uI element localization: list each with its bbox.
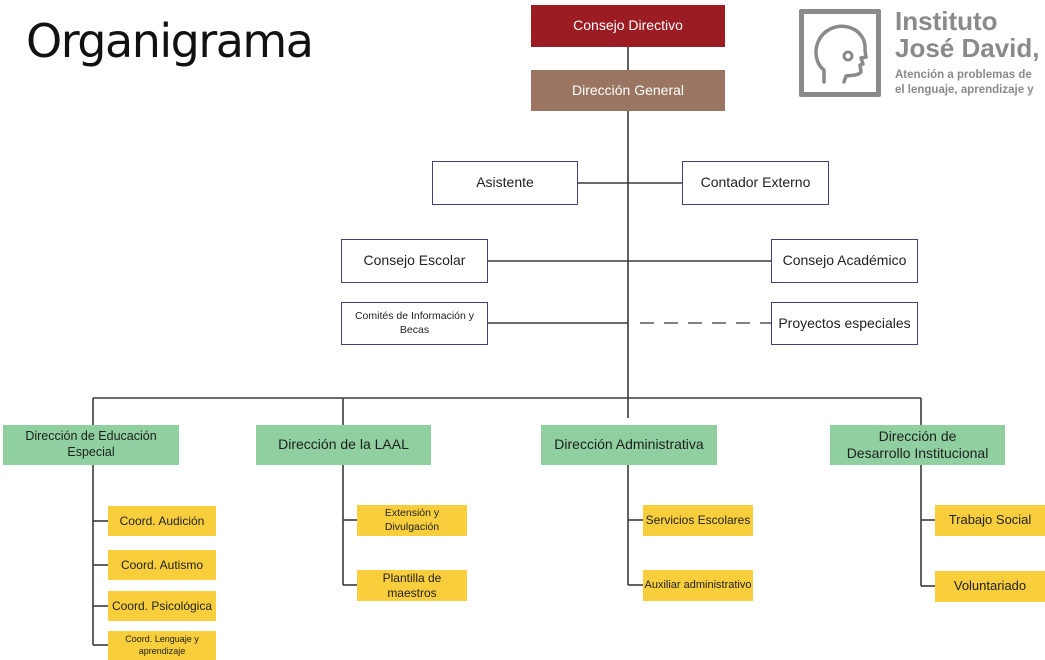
node-coord-lenguaje: Coord. Lenguaje y aprendizaje xyxy=(108,631,216,660)
node-dir-desarrollo: Dirección de Desarrollo Institucional xyxy=(830,425,1005,465)
node-extension: Extensión y Divulgación xyxy=(357,505,467,536)
node-auxiliar-admin: Auxiliar administrativo xyxy=(643,570,753,601)
node-servicios-escolares: Servicios Escolares xyxy=(643,505,753,536)
logo-tagline-line1: Atención a problemas de xyxy=(895,69,1032,81)
node-direccion-general: Dirección General xyxy=(531,70,725,111)
node-dir-desarrollo-line1: Dirección de xyxy=(878,427,957,444)
node-coord-psicologica: Coord. Psicológica xyxy=(108,591,216,621)
node-voluntariado: Voluntariado xyxy=(935,571,1045,602)
node-asistente: Asistente xyxy=(432,161,578,205)
node-dir-administrativa: Dirección Administrativa xyxy=(541,425,717,465)
node-dir-desarrollo-line2: Desarrollo Institucional xyxy=(846,445,989,461)
page-title: Organigrama xyxy=(26,14,314,68)
head-profile-icon xyxy=(799,9,881,97)
node-contador-externo: Contador Externo xyxy=(682,161,829,205)
node-plantilla: Plantilla de maestros xyxy=(357,570,467,601)
node-consejo-escolar: Consejo Escolar xyxy=(341,239,488,283)
logo-name-line2: José David, xyxy=(895,33,1040,63)
node-comites: Comités de Información y Becas xyxy=(341,302,488,345)
node-dir-laal: Dirección de la LAAL xyxy=(256,425,431,465)
node-consejo-academico: Consejo Académico xyxy=(771,239,918,283)
logo-name-line1: Instituto xyxy=(895,6,998,36)
node-coord-audicion: Coord. Audición xyxy=(108,506,216,536)
institute-logo: Instituto José David, Atención a problem… xyxy=(797,6,1045,102)
node-consejo-directivo: Consejo Directivo xyxy=(531,5,725,47)
node-proyectos-especiales: Proyectos especiales xyxy=(771,302,918,345)
logo-tagline-line2: el lenguaje, aprendizaje y xyxy=(895,84,1034,96)
node-coord-autismo: Coord. Autismo xyxy=(108,550,216,580)
node-trabajo-social: Trabajo Social xyxy=(935,505,1045,536)
node-dir-educacion-especial: Dirección de Educación Especial xyxy=(3,425,179,465)
